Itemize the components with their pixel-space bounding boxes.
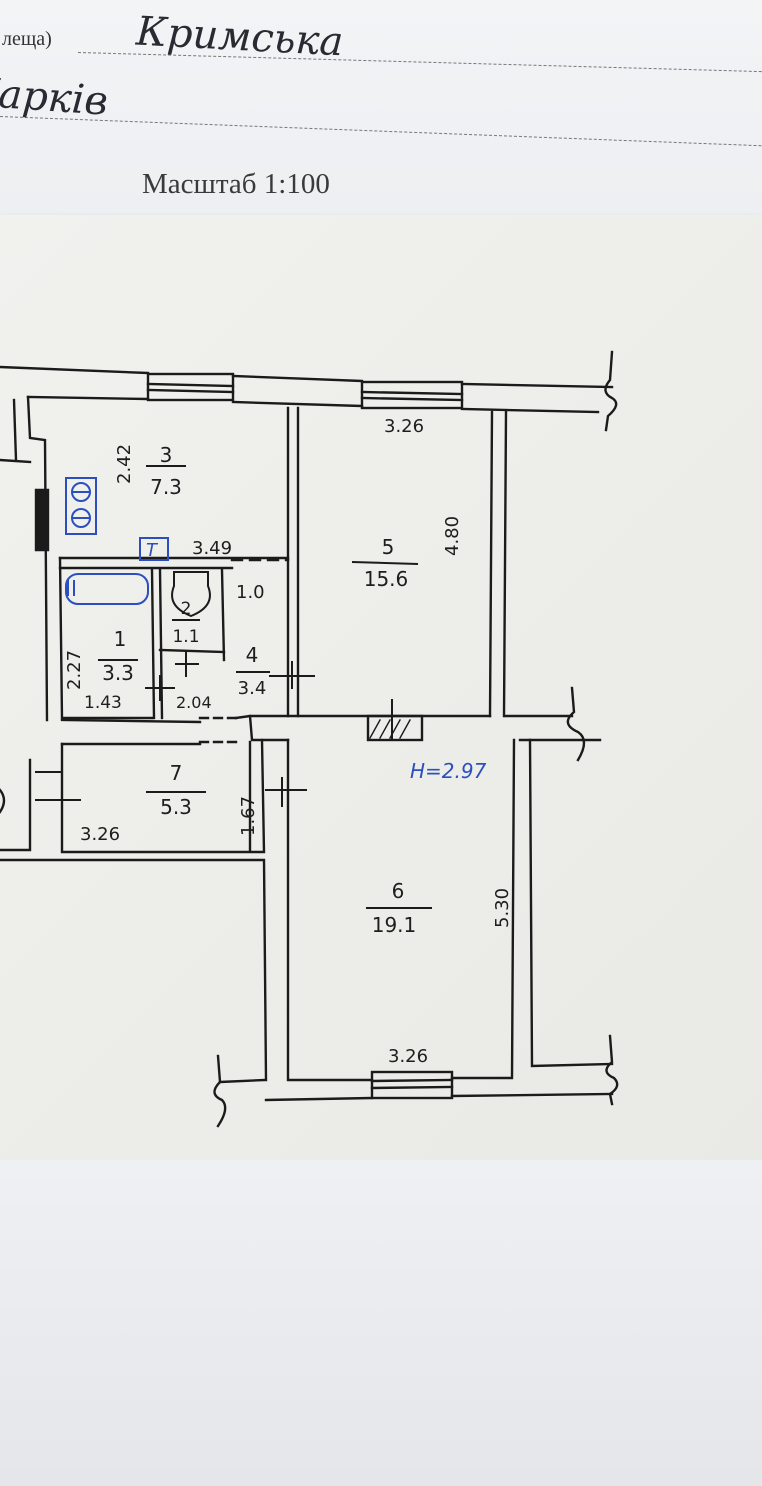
dim-room5-length: 4.80	[442, 516, 463, 556]
wc-walls	[150, 568, 226, 720]
room-5-area: 15.6	[364, 567, 409, 591]
dim-room5-width: 3.26	[384, 416, 424, 437]
bathroom-outline	[58, 556, 154, 720]
wall-break-bottom	[213, 1054, 227, 1128]
room-1-number: 1	[114, 627, 127, 651]
room-6-number: 6	[392, 879, 405, 903]
vent-shaft	[366, 714, 424, 742]
room-3-area: 7.3	[150, 475, 182, 499]
wall-break-top	[604, 350, 618, 432]
window-room-6	[370, 1070, 454, 1100]
room-7-area: 5.3	[160, 795, 192, 819]
street-field-label: лещa)	[2, 28, 52, 50]
room-3-number: 3	[160, 443, 173, 467]
corridor-wall-top	[60, 718, 202, 746]
room-2-area: 1.1	[172, 627, 199, 647]
room-7-outline	[60, 738, 266, 854]
window-room-3	[146, 372, 235, 402]
wall-kitchen-left	[26, 395, 49, 722]
dim-bath-length: 2.27	[64, 650, 85, 690]
room-7-number: 7	[170, 761, 183, 785]
dim-kitchen-width: 3.49	[192, 538, 232, 559]
wall-break-right	[566, 686, 586, 762]
dim-kitchen-depth: 2.42	[114, 444, 135, 484]
room-2-number: 2	[181, 599, 192, 619]
room-1-area: 3.3	[102, 661, 134, 685]
wall-room5-right	[488, 410, 508, 718]
form-sheet	[0, 0, 762, 250]
toilet-icon	[171, 571, 211, 618]
bath-tap-icon	[67, 580, 75, 596]
wall-lower-left	[0, 858, 268, 1082]
meter-icon	[65, 477, 97, 535]
room-4-number: 4	[246, 643, 259, 667]
dim-room7-depth: 1.67	[238, 796, 259, 836]
corridor-wall-room6	[234, 714, 602, 742]
room-4-area: 3.4	[238, 678, 267, 699]
dim-corridor-2: 2.04	[176, 693, 212, 712]
room-5-number: 5	[382, 535, 395, 559]
dim-corridor-1: 1.0	[236, 582, 265, 603]
dim-bath-width: 1.43	[84, 693, 122, 713]
inner-wall-top	[26, 395, 600, 414]
window-room-5	[360, 380, 464, 410]
dim-room6-length: 5.30	[492, 888, 513, 928]
dim-room7-width: 3.26	[80, 824, 120, 845]
heater-label: T	[146, 540, 159, 561]
room-6-area: 19.1	[372, 913, 417, 937]
gas-stove-icon	[34, 488, 50, 552]
blank-sheet	[0, 1160, 762, 1486]
wall-right-lower	[528, 738, 614, 1068]
outer-wall-bottom	[218, 1078, 614, 1102]
bathtub-icon	[65, 573, 149, 605]
outer-wall-top	[0, 365, 614, 389]
scale-label: Масштаб 1:100	[142, 168, 330, 200]
dim-room6-width: 3.26	[388, 1046, 428, 1067]
partition-kitchen-room5	[286, 406, 300, 718]
heater-icon	[139, 537, 169, 561]
room-6-outline	[286, 738, 516, 1082]
ceiling-height: H=2.97	[410, 759, 487, 783]
